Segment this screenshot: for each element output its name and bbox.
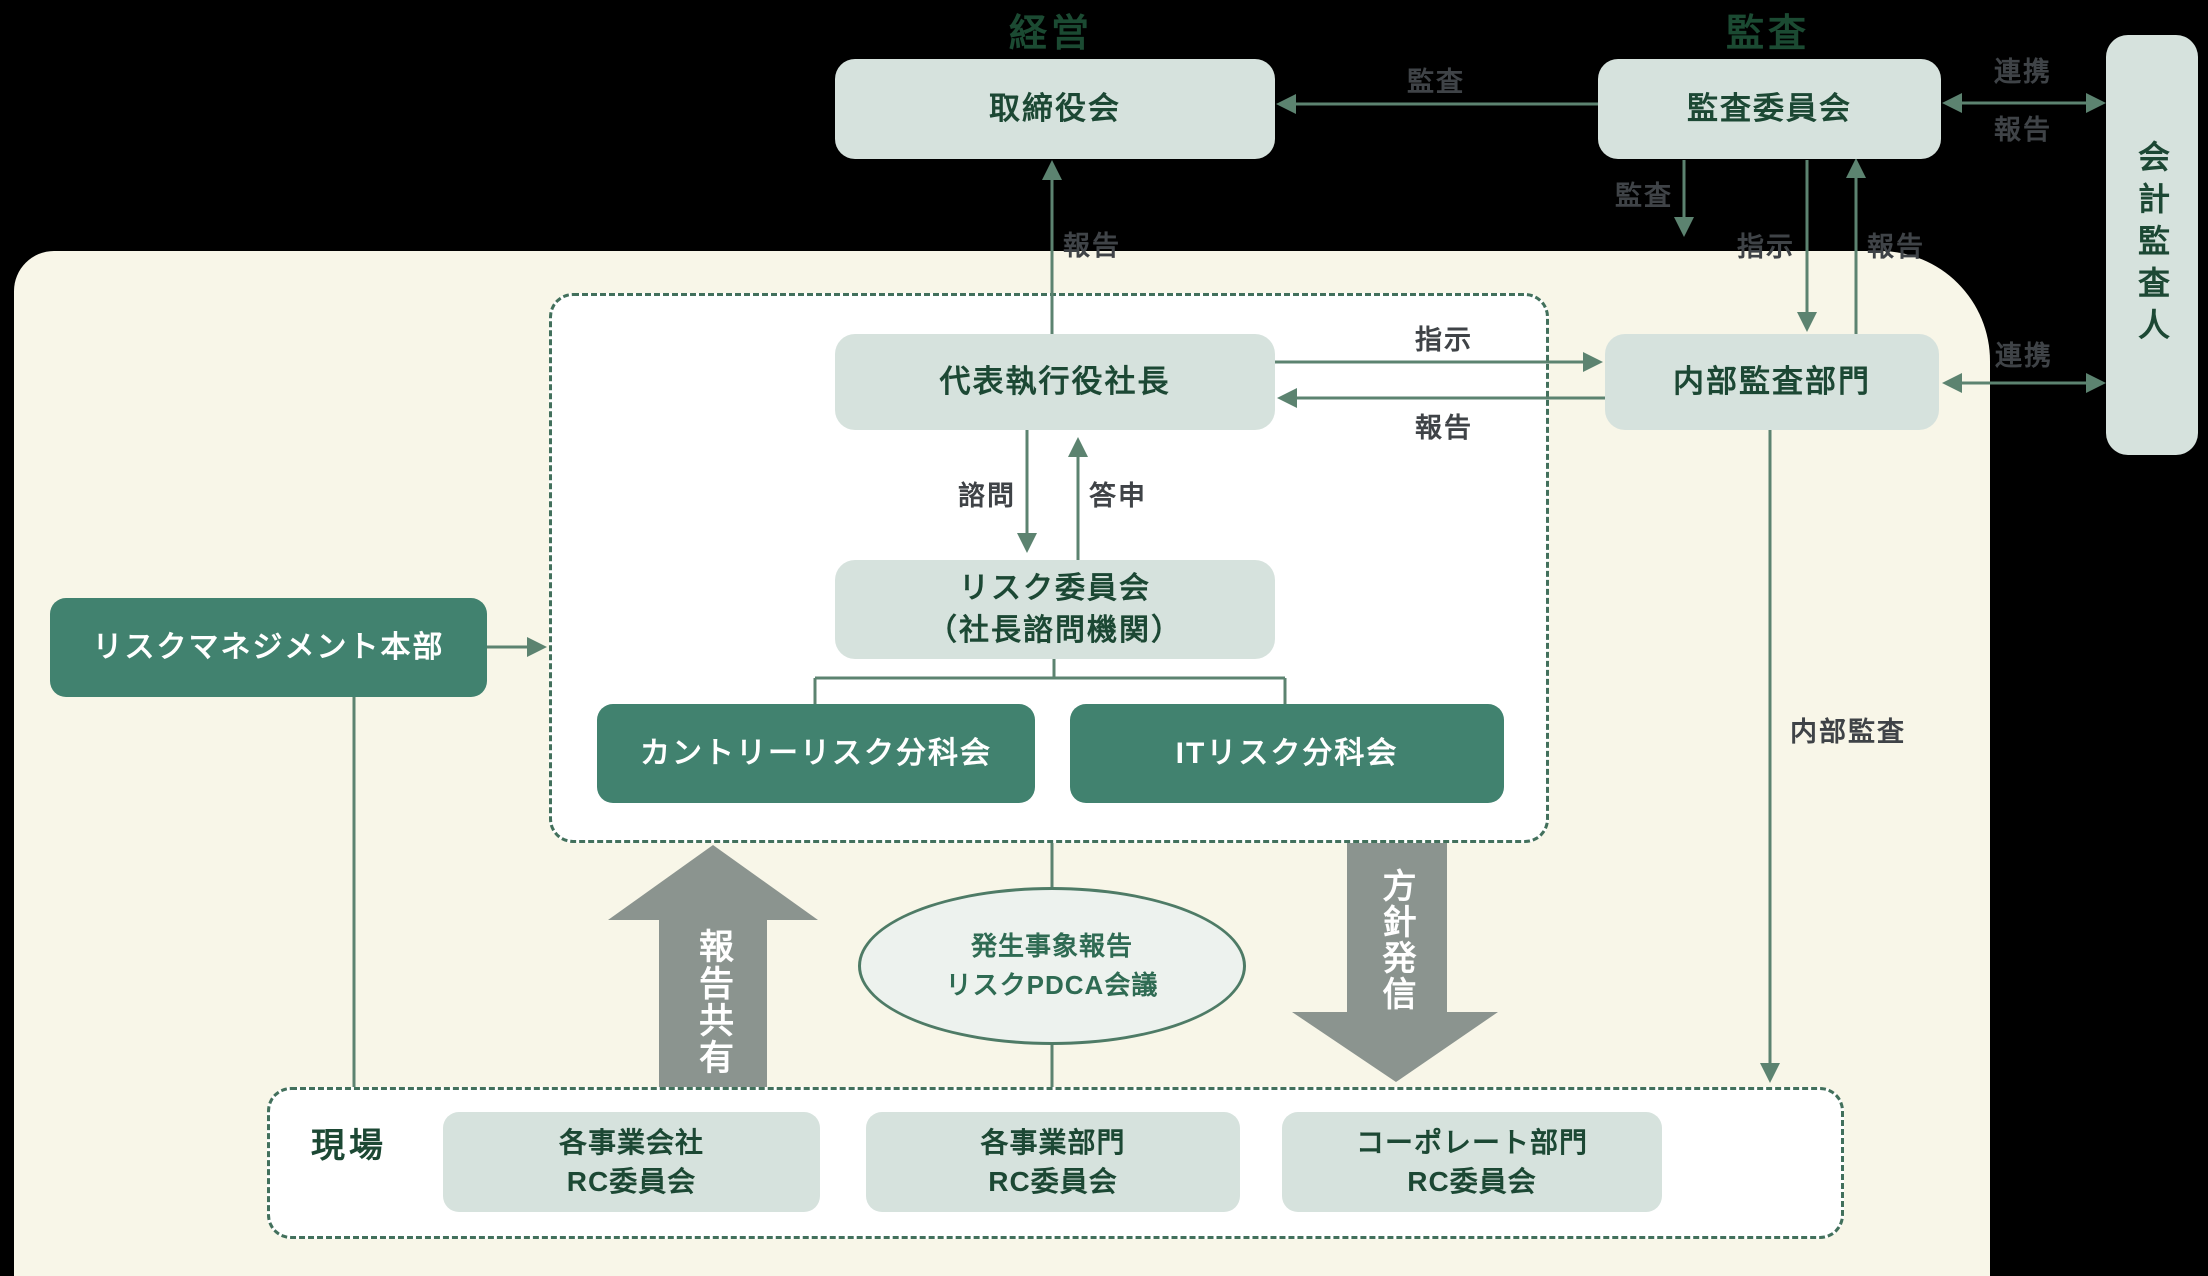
label-houkoku-committee: 報告 — [1867, 232, 1925, 262]
country-risk-subcommittee-box: カントリーリスク分科会 — [597, 704, 1035, 803]
label-shiji-president: 指示 — [1415, 325, 1473, 355]
pdca-ellipse-line2: リスクPDCA会議 — [945, 970, 1159, 1000]
genba-box-2-line1: コーポレート部門 — [1355, 1126, 1588, 1158]
risk-committee-box: リスク委員会 （社長諮問機関） — [835, 560, 1275, 659]
risk-management-hq-box: リスクマネジメント本部 — [50, 598, 487, 697]
pdca-ellipse-line1: 発生事象報告 — [970, 931, 1133, 961]
label-renkei-top: 連携 — [1994, 57, 2052, 87]
label-houkoku-top: 報告 — [1994, 115, 2052, 145]
big-up-arrow-label: 報告共有 — [694, 928, 733, 1076]
genba-box-business-divisions: 各事業部門 RC委員会 — [866, 1112, 1240, 1212]
accounting-auditor-box: 会計監査人 — [2106, 35, 2198, 455]
genba-box-business-companies: 各事業会社 RC委員会 — [443, 1112, 820, 1212]
genba-box-1-line1: 各事業部門 — [980, 1126, 1126, 1158]
genba-box-2-line2: RC委員会 — [1407, 1166, 1537, 1197]
genba-box-0-line1: 各事業会社 — [558, 1126, 704, 1158]
genba-label: 現場 — [311, 1127, 387, 1165]
board-of-directors-box: 取締役会 — [835, 59, 1275, 159]
audit-committee-box: 監査委員会 — [1598, 59, 1941, 159]
pdca-meeting-ellipse: 発生事象報告 リスクPDCA会議 — [858, 887, 1246, 1045]
label-toushin: 答申 — [1089, 481, 1147, 511]
risk-committee-line2: （社長諮問機関） — [927, 613, 1183, 647]
label-houkoku-internal: 報告 — [1415, 413, 1473, 443]
label-shimon: 諮問 — [958, 481, 1016, 511]
label-naibu-kansa: 内部監査 — [1790, 717, 1906, 747]
management-heading: 経営 — [1008, 13, 1094, 55]
label-audit-to-board: 監査 — [1407, 67, 1465, 97]
label-renkei-internal: 連携 — [1995, 341, 2053, 371]
it-risk-subcommittee-box: ITリスク分科会 — [1070, 704, 1504, 803]
president-box: 代表執行役社長 — [835, 334, 1275, 430]
risk-committee-line1: リスク委員会 — [959, 571, 1151, 605]
audit-heading: 監査 — [1725, 13, 1811, 55]
genba-box-1-line2: RC委員会 — [988, 1166, 1118, 1197]
label-houkoku-president: 報告 — [1063, 231, 1121, 261]
label-shiji-committee: 指示 — [1737, 232, 1795, 262]
internal-audit-dept-box: 内部監査部門 — [1605, 334, 1939, 430]
label-audit-down: 監査 — [1615, 181, 1673, 211]
genba-box-0-line2: RC委員会 — [566, 1166, 697, 1197]
genba-box-corporate-divisions: コーポレート部門 RC委員会 — [1282, 1112, 1662, 1212]
big-down-arrow-label: 方針発信 — [1377, 868, 1415, 1012]
